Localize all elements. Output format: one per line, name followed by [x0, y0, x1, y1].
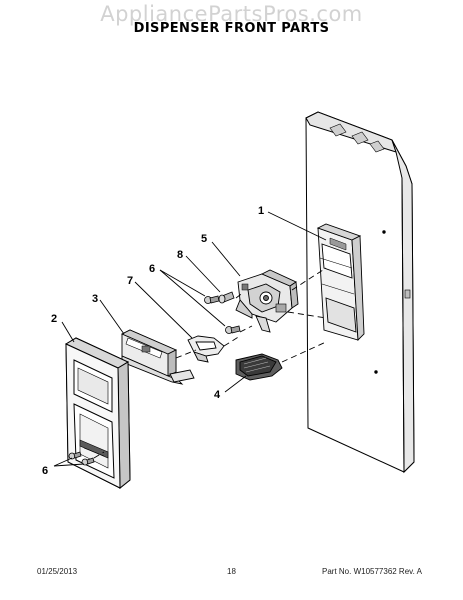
assembly-dashed-lines	[93, 267, 327, 459]
screw-part-8	[218, 291, 235, 304]
screws-part-6-lower	[68, 451, 95, 466]
callout-5: 5	[201, 233, 207, 245]
dispenser-bracket-assembly	[235, 269, 299, 333]
front-bezel-part-2	[64, 337, 131, 490]
callout-2: 2	[51, 313, 57, 325]
callout-6-upper: 6	[149, 263, 155, 275]
panel-dispenser-recess	[316, 223, 365, 342]
screws-part-6-upper	[204, 295, 241, 334]
drip-tray-part-4	[235, 353, 283, 381]
callout-6-lower: 6	[42, 465, 48, 477]
page-title: DISPENSER FRONT PARTS	[133, 21, 330, 36]
callout-4: 4	[214, 389, 221, 401]
callout-3: 3	[92, 293, 98, 305]
watermark-text: AppliancePartsPros.com	[100, 2, 363, 26]
dispenser-housing-part-3	[120, 329, 195, 385]
footer-page-number: 18	[227, 567, 236, 576]
footer-part-number: Part No. W10577362 Rev. A	[322, 567, 422, 576]
actuator-lever-part-7	[187, 335, 225, 363]
callout-1: 1	[258, 205, 264, 217]
callout-7: 7	[127, 275, 133, 287]
callout-leader-lines	[53, 211, 327, 467]
callout-8: 8	[177, 249, 183, 261]
footer-date: 01/25/2013	[37, 567, 78, 576]
